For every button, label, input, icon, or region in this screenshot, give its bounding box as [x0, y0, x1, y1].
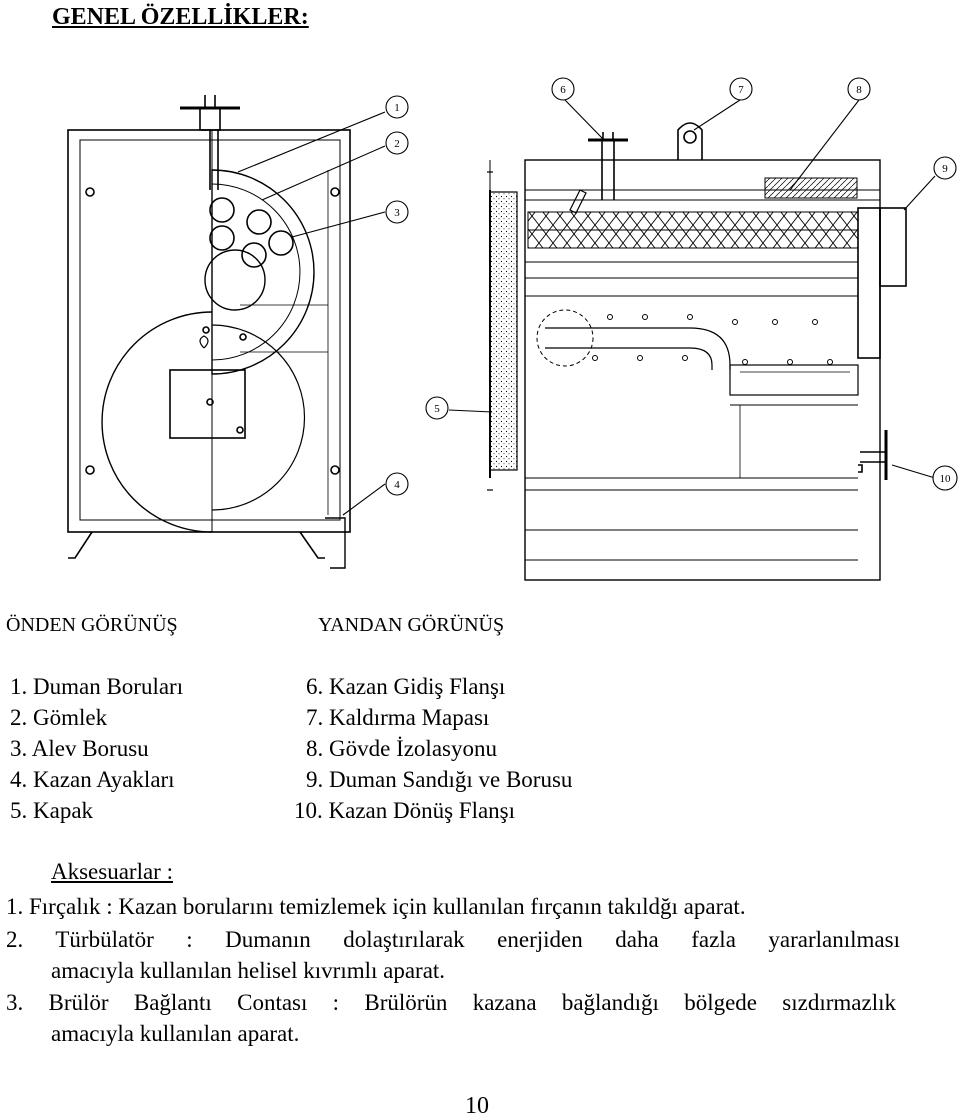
svg-text:9: 9 [942, 163, 948, 175]
legend-item: 7. Kaldırma Mapası [306, 705, 490, 730]
callout-9: 9 [933, 156, 957, 180]
svg-text:2: 2 [394, 138, 400, 150]
svg-text:4: 4 [394, 479, 400, 491]
callout-2: 2 [385, 131, 409, 155]
svg-text:6: 6 [560, 84, 566, 96]
legend-item: 8. Gövde İzolasyonu [306, 736, 497, 761]
svg-text:3: 3 [394, 207, 400, 219]
accessory-item-continued: amacıyla kullanılan aparat. [51, 1021, 300, 1046]
page-title: GENEL ÖZELLİKLER: [52, 4, 309, 30]
svg-text:8: 8 [856, 84, 862, 96]
accessory-item: 1. Fırçalık : Kazan borularını temizleme… [6, 894, 746, 919]
legend-item: 1. Duman Boruları [10, 674, 184, 699]
callout-1: 1 [385, 95, 409, 119]
legend-item: 4. Kazan Ayakları [10, 767, 175, 792]
accessory-item: 3. Brülör Bağlantı Contası : Brülörün ka… [6, 990, 896, 1015]
legend-item: 3. Alev Borusu [10, 736, 149, 761]
callout-4: 4 [385, 472, 409, 496]
svg-text:1: 1 [394, 102, 400, 114]
callout-3: 3 [385, 200, 409, 224]
legend-item: 9. Duman Sandığı ve Borusu [306, 767, 573, 792]
legend-item: 6. Kazan Gidiş Flanşı [306, 674, 506, 699]
front-view [67, 95, 351, 569]
svg-text:5: 5 [434, 403, 440, 415]
legend-item: 5. Kapak [10, 798, 94, 823]
legend-item: 2. Gömlek [10, 705, 108, 730]
svg-text:10: 10 [940, 473, 952, 485]
callout-10: 10 [932, 465, 958, 491]
accessory-item: 2. Türbülatör : Dumanın dolaştırılarak e… [6, 927, 900, 952]
svg-text:7: 7 [738, 84, 744, 96]
legend-item: 10. Kazan Dönüş Flanşı [294, 798, 516, 823]
callout-8: 8 [847, 77, 871, 101]
callout-5: 5 [425, 396, 449, 420]
side-view [487, 122, 907, 581]
callout-7: 7 [729, 77, 753, 101]
callout-markers: 1 2 3 4 5 6 7 8 9 10 [385, 77, 958, 496]
side-view-caption: YANDAN GÖRÜNÜŞ [318, 614, 505, 636]
boiler-technical-drawing: 1 2 3 4 5 6 7 8 9 10 [67, 77, 958, 581]
accessories-heading: Aksesuarlar : [51, 859, 173, 884]
page-number: 10 [465, 1093, 489, 1119]
callout-6: 6 [551, 77, 575, 101]
front-view-caption: ÖNDEN GÖRÜNÜŞ [6, 614, 178, 636]
accessory-item-continued: amacıyla kullanılan helisel kıvrımlı apa… [51, 958, 446, 983]
